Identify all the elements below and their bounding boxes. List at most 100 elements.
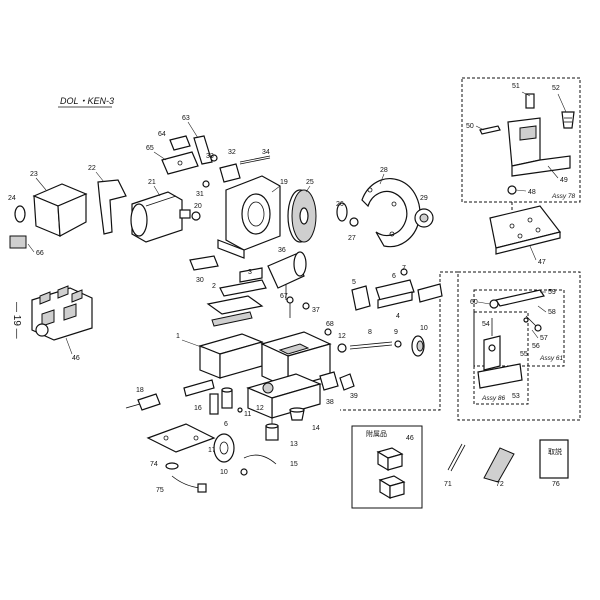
assy78-boundary	[461, 77, 581, 203]
part-68-nut	[324, 328, 332, 336]
callout-57: 57	[540, 335, 548, 342]
assy86-label: Assy 86	[481, 395, 506, 402]
assy61-label: Assy 61	[539, 355, 564, 362]
part-24-disc	[14, 205, 26, 223]
part-67-bolt	[286, 296, 294, 318]
callout-7: 7	[402, 265, 406, 272]
model-label: DOL・KEN-3	[60, 96, 114, 106]
callout-51: 51	[512, 83, 520, 90]
callout-36: 36	[278, 247, 286, 254]
part-37-nut	[302, 302, 310, 310]
callout-59: 59	[548, 289, 556, 296]
callout-16: 16	[194, 405, 202, 412]
part-13-knob	[265, 412, 279, 441]
callout-9: 9	[394, 329, 398, 336]
callout-58: 58	[548, 309, 556, 316]
callout-12b: 12	[256, 405, 264, 412]
callout-28: 28	[380, 167, 388, 174]
part-30-block	[189, 255, 219, 271]
part-1-main-base	[198, 331, 332, 419]
callout-5: 5	[352, 279, 356, 286]
accessory-block-top	[376, 447, 404, 472]
part-5-clamp	[351, 285, 371, 311]
assy78-bracket	[479, 93, 575, 195]
part-74-knob	[165, 462, 179, 470]
callout-48: 48	[528, 189, 536, 196]
part-63-link	[193, 135, 213, 165]
callout-24: 24	[8, 195, 16, 202]
callout-72: 72	[496, 481, 504, 488]
part-slide-base	[211, 311, 253, 327]
assy-connector-line	[340, 271, 458, 411]
callout-37: 37	[312, 307, 320, 314]
part-76-manual	[539, 439, 569, 479]
callout-10: 10	[420, 325, 428, 332]
part-15-ring	[240, 468, 248, 476]
part-3-block	[239, 267, 263, 283]
part-34-rod	[239, 155, 271, 165]
part-slide-plate	[206, 295, 264, 315]
part-28-wheel-guard	[361, 178, 421, 248]
accessories-title: 附属品	[366, 429, 387, 438]
part-26-washer	[336, 202, 348, 222]
part-clamp-right	[417, 283, 443, 303]
part-15-chain	[243, 454, 277, 465]
assy86-boundary	[473, 311, 529, 405]
callout-33: 33	[206, 153, 214, 160]
callout-52: 52	[552, 85, 560, 92]
part-6-cylinder	[221, 387, 233, 409]
callout-20: 20	[194, 203, 202, 210]
callout-46-block: 46	[72, 355, 80, 362]
part-16-spring	[209, 393, 219, 415]
callout-6: 6	[392, 273, 396, 280]
callout-17: 17	[208, 447, 216, 454]
page-number: — 19 —	[11, 302, 22, 339]
assy61-outer-boundary	[457, 271, 581, 421]
part-39-block	[339, 373, 355, 391]
part-18-switch	[125, 393, 161, 411]
callout-22: 22	[88, 165, 96, 172]
callout-11: 11	[244, 411, 251, 418]
part-17-base-plate	[146, 423, 216, 453]
part-10-handwheel	[411, 335, 425, 357]
manual-label: 取説	[548, 447, 562, 456]
callout-29: 29	[420, 195, 428, 202]
callout-34: 34	[262, 149, 270, 156]
callout-67: 67	[280, 293, 288, 300]
callout-8: 8	[368, 329, 372, 336]
assy78-base-plate	[489, 205, 562, 255]
assy61-link	[489, 289, 545, 332]
callout-25: 25	[306, 179, 314, 186]
part-75-cord	[171, 475, 207, 493]
callout-65: 65	[146, 145, 154, 152]
callout-2: 2	[212, 283, 216, 290]
callout-47: 47	[538, 259, 546, 266]
callout-46-accessory: 46	[406, 435, 414, 442]
callout-68: 68	[326, 321, 334, 328]
callout-54: 54	[482, 321, 490, 328]
part-23-cover	[32, 183, 88, 237]
callout-66: 66	[36, 250, 44, 257]
part-10-disc	[213, 433, 235, 463]
callout-12: 12	[338, 333, 346, 340]
callout-50: 50	[466, 123, 474, 130]
callout-30: 30	[196, 277, 204, 284]
callout-31: 31	[196, 191, 204, 198]
callout-10b: 10	[220, 469, 228, 476]
callout-3: 3	[248, 269, 252, 276]
callout-75: 75	[156, 487, 164, 494]
callout-55: 55	[520, 351, 528, 358]
part-9-collar	[394, 340, 402, 348]
part-2-rail	[219, 279, 267, 297]
callout-76: 76	[552, 481, 560, 488]
part-21-motor	[130, 191, 191, 243]
part-66-plate	[9, 235, 27, 249]
part-12-nut	[337, 343, 347, 353]
part-4-clamp	[377, 291, 413, 309]
callout-1: 1	[176, 333, 180, 340]
callout-6b: 6	[224, 421, 228, 428]
part-22-bracket	[97, 179, 127, 235]
callout-39: 39	[350, 393, 358, 400]
callout-32: 32	[228, 149, 236, 156]
